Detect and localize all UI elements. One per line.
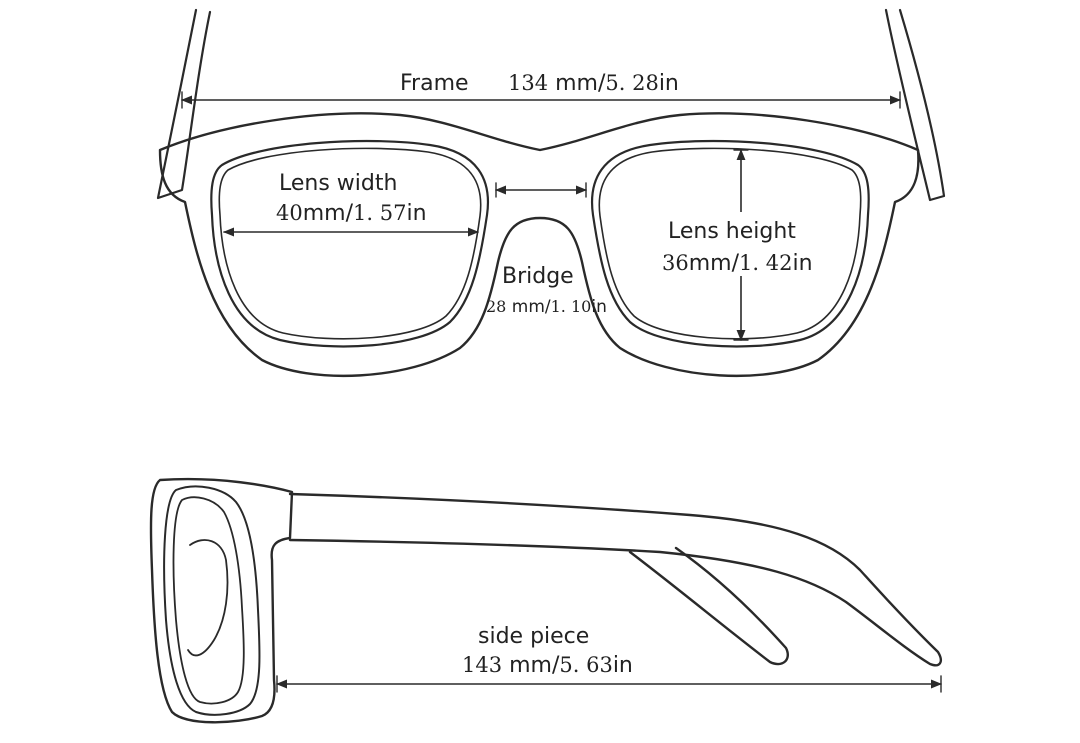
side-temple-tip (628, 546, 789, 666)
side-frame-lens-rim-outer (163, 485, 261, 716)
lens-height-label-bg (662, 212, 812, 276)
side-piece-label: side piece (478, 624, 589, 649)
right-lens-inner (598, 147, 862, 340)
front-view: Frame 134 mm/5. 28in Lens width 40mm/1. … (156, 8, 946, 377)
left-temple-front (156, 8, 212, 200)
bridge-value: 28 mm/1. 10in (486, 297, 607, 317)
lens-height-label: Lens height (668, 219, 796, 244)
lens-width-value: 40mm/1. 57in (276, 201, 427, 226)
bridge-label: Bridge (502, 264, 574, 289)
lens-width-label: Lens width (279, 171, 397, 196)
lens-height-value: 36mm/1. 42in (662, 251, 813, 276)
side-view: side piece 143 mm/5. 63in (149, 477, 943, 724)
frame-label: Frame (400, 71, 469, 96)
side-temple-arm (288, 492, 942, 667)
left-lens-outer (210, 139, 489, 348)
right-temple-front (884, 8, 946, 202)
side-frame-nose-pad (187, 539, 229, 657)
right-lens-outer (591, 139, 870, 348)
side-frame-lens-rim-inner (172, 496, 245, 705)
left-lens-inner (218, 147, 482, 340)
front-frame-outline (158, 112, 920, 377)
side-piece-value: 143 mm/5. 63in (462, 653, 633, 678)
frame-value: 134 mm/5. 28in (508, 71, 679, 96)
side-frame-front (149, 477, 294, 724)
